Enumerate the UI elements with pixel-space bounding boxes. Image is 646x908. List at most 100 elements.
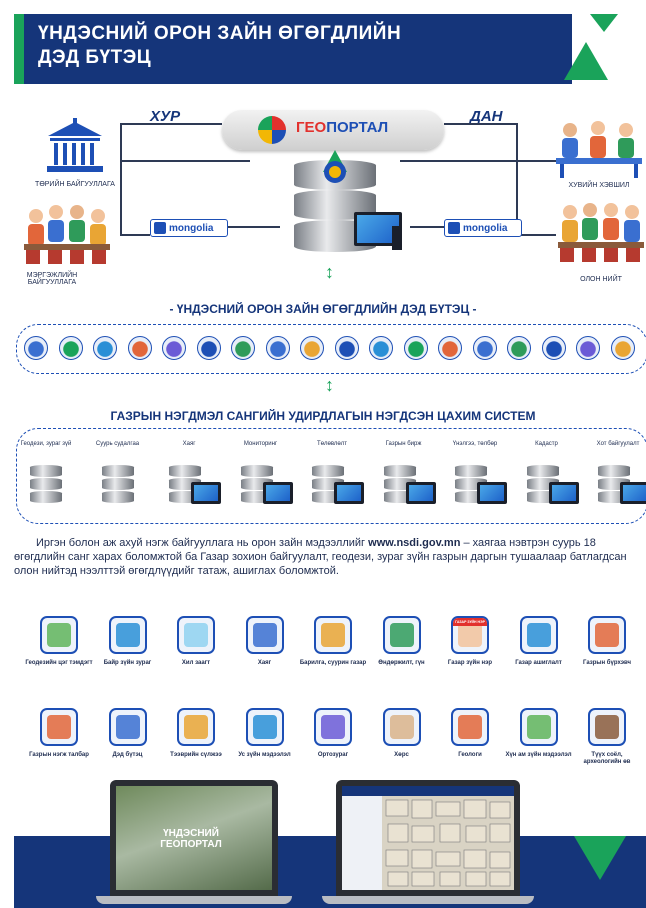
dataset-people-icon [162,336,186,360]
dataset-tile-label: Дэд бүтэц [112,752,143,758]
org-professional-label: МЭРГЭЖЛИЙН БАЙГУУЛЛАГА [26,272,78,286]
dataset-tile-label: Өндөржилт, гүн [378,660,425,666]
mongolia-logo-icon [448,222,460,234]
dataset-tile-label: Газар ашиглалт [515,660,562,666]
mongolia-badge-text: mongolia [169,222,214,234]
dataset-location-icon [438,336,462,360]
dataset-tile-label: Хил заагт [181,660,211,666]
connector-line [410,226,444,228]
mongolia-badge-left: mongolia [150,219,228,237]
connector-line [400,160,516,162]
dataset-building-icon [541,336,566,360]
dataset-tile-icon[interactable] [588,616,626,654]
pc-tower-icon [392,226,402,250]
dataset-tile-icon[interactable] [314,708,352,746]
land-system-title: ГАЗРЫН НЭГДМЭЛ САНГИЙН УДИРДЛАГЫН НЭГДСЭ… [110,409,536,423]
computer-monitor-icon [477,482,507,504]
page-title-line2: ДЭД БҮТЭЦ [38,47,152,68]
private-sector-icon [556,121,642,178]
dataset-landscape-icon [507,336,531,360]
computer-monitor-icon [405,482,436,504]
system-label: Хаяг [182,441,196,447]
green-triangle-icon [564,42,608,80]
green-triangle-top-icon [590,14,618,32]
dataset-tile-icon[interactable] [519,708,558,746]
computer-monitor-icon [334,482,364,504]
parcel-map [382,796,514,890]
dataset-globe-icon [58,336,83,360]
geoportal-logo-icon [258,116,286,144]
system-label: Хот байгуулалт [596,441,640,447]
dataset-tile-icon[interactable] [245,708,284,746]
dataset-plane-icon [196,336,221,360]
double-arrow-icon: ↕ [325,262,334,282]
geoportal-suffix: ПОРТАЛ [326,119,389,136]
system-label: Мониторинг [243,441,278,447]
system-label: Суурь судалгаа [95,441,140,447]
dataset-tile-label: Ус зүйн мэдээлэл [238,752,291,758]
dataset-tile-label: Газрын бүрхэвч [583,660,631,666]
geoportal-name: ГЕОПОРТАЛ [296,119,388,136]
map-app-sidebar [342,796,382,890]
dataset-tile-icon[interactable] [108,708,147,746]
nsdi-section-title: - ҮНДЭСНИЙ ОРОН ЗАЙН ӨГӨГДЛИЙН ДЭД БҮТЭЦ… [169,302,477,316]
dataset-tile-icon[interactable] [519,616,558,654]
system-label: Үнэлгээ, төлбөр [452,441,498,447]
connector-line [120,123,122,235]
dataset-tile-label: Хүн ам зүйн мэдээлэл [505,752,572,758]
dataset-tile-icon[interactable] [177,616,215,654]
laptop-screen-title: ҮНДЭСНИЙ ГЕОПОРТАЛ [160,828,222,850]
dataset-tile-label: Газрын нэгж талбар [29,752,89,758]
computer-monitor-icon [191,482,221,504]
dataset-tile-icon[interactable] [451,708,489,746]
double-arrow-icon: ↕ [325,375,334,395]
dataset-tile-icon[interactable] [382,616,421,654]
header-banner [14,14,572,84]
page-title: ҮНДЭСНИЙ ОРОН ЗАЙН ӨГӨГДЛИЙН ДЭД БҮТЭЦ [38,22,458,70]
dataset-tile-icon[interactable] [108,616,147,654]
dataset-tile-label: Тээврийн сүлжээ [170,752,222,758]
dataset-tile-icon[interactable] [588,708,626,746]
mongolia-logo-icon [154,222,166,234]
dataset-tile-label: Байр зүйн зураг [103,660,152,666]
green-triangle-bottom-icon [574,836,626,880]
dataset-tile-icon[interactable] [245,616,284,654]
database-server-icon [101,465,134,503]
dataset-population-icon [127,336,152,360]
system-label: Газрын бирж [385,441,422,447]
khur-label: ХУР [150,108,181,125]
mongolia-badge-right: mongolia [444,219,522,237]
dataset-wheat-icon [472,336,497,360]
dataset-tile-icon[interactable] [382,708,421,746]
connector-line [120,123,222,125]
org-private-label: ХУВИЙН ХЭВШИЛ [568,182,630,189]
land-system-box [16,428,646,524]
dataset-tile-icon[interactable] [177,708,215,746]
geoportal-prefix: ГЕО [296,119,327,136]
dataset-dome-icon [403,336,428,360]
dataset-tile-icon[interactable] [314,616,352,654]
dataset-icons-strip [16,324,646,374]
dataset-tile-icon[interactable]: ГАЗАР ЗҮЙН НЭР [451,616,489,654]
description-paragraph: Иргэн болон аж ахуй нэгж байгууллага нь … [14,536,646,578]
government-building-icon [47,118,103,172]
database-server-icon [30,465,62,503]
public-people-icon [558,203,644,262]
laptop-base [322,896,534,904]
dataset-tile-icon[interactable] [40,616,78,654]
connector-line [516,123,518,235]
dataset-tile-icon[interactable] [40,708,78,746]
system-label: Кадастр [535,441,558,447]
dataset-pin-icon [300,336,324,360]
nsdi-link[interactable]: www.nsdi.gov.mn [368,537,461,549]
header-accent-bar [14,14,24,84]
page-title-line1: ҮНДЭСНИЙ ОРОН ЗАЙН ӨГӨГДЛИЙН [38,23,402,44]
connector-line [120,234,150,236]
org-public-label: ОЛОН НИЙТ [580,276,622,283]
dataset-crop-icon [334,336,359,360]
dataset-compass-icon [265,336,290,360]
dataset-tile-label: Түүх соёл, археологийн өв [583,752,631,765]
system-label: Төлөвлөлт [317,441,347,447]
dataset-road-icon [610,336,635,360]
mongolia-badge-text: mongolia [463,222,508,234]
